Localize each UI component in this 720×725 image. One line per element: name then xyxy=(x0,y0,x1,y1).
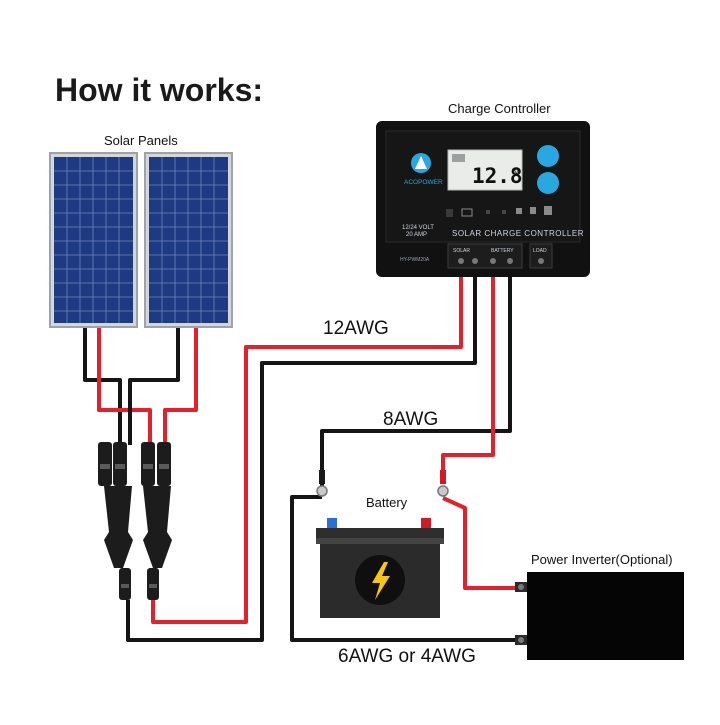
wire-gauge-6awg-4awg: 6AWG or 4AWG xyxy=(338,646,476,667)
terminal-load-label: LOAD xyxy=(533,248,547,254)
panel-positive-to-controller xyxy=(151,275,463,624)
select-button[interactable] xyxy=(537,172,559,194)
panel-negative-to-controller xyxy=(126,275,477,642)
controller-rating-amp: 20 AMP xyxy=(406,232,427,238)
panel1-positive-lead xyxy=(97,326,152,445)
power-inverter xyxy=(515,572,684,660)
wires xyxy=(83,275,515,642)
battery-label: Battery xyxy=(366,495,408,510)
battery-ring-terminals xyxy=(316,470,449,497)
controller-model: HY-PWM20A xyxy=(400,257,430,263)
controller-negative-to-battery xyxy=(320,275,512,486)
wire-gauge-12awg: 12AWG xyxy=(323,318,389,339)
battery-positive-to-inverter xyxy=(442,496,515,590)
battery xyxy=(316,518,444,618)
solar-panel-1 xyxy=(49,152,138,328)
terminal-battery-label: BATTERY xyxy=(491,248,514,254)
controller-brand: ACOPOWER xyxy=(404,179,443,186)
screen-unit: V xyxy=(514,169,519,176)
panel1-negative-lead xyxy=(83,326,122,445)
page-title: How it works: xyxy=(55,72,263,108)
solar-panel-2 xyxy=(144,152,233,328)
panel2-positive-lead xyxy=(163,326,198,445)
battery-negative-to-inverter xyxy=(290,495,515,642)
menu-button[interactable] xyxy=(537,145,559,167)
screen-reading: 12.8 xyxy=(472,164,523,188)
controller-front-text: SOLAR CHARGE CONTROLLER xyxy=(452,229,584,238)
battery-positive-terminal xyxy=(421,518,431,530)
controller-positive-to-battery xyxy=(441,275,495,482)
mc4-connectors xyxy=(98,442,171,486)
lightning-icon xyxy=(372,562,390,600)
wire-gauge-8awg: 8AWG xyxy=(383,409,438,430)
solar-panels-label: Solar Panels xyxy=(104,133,178,148)
controller-rating-volt: 12/24 VOLT xyxy=(402,225,434,231)
charge-controller: ACOPOWER 12.8 V 12/24 VOLT 20 AMP SOLAR … xyxy=(376,121,590,277)
panel2-negative-lead xyxy=(128,326,180,445)
mc4-branch-connectors xyxy=(104,486,172,600)
terminal-solar-label: SOLAR xyxy=(453,248,470,254)
battery-negative-terminal xyxy=(327,518,337,530)
power-inverter-label: Power Inverter(Optional) xyxy=(531,552,673,567)
charge-controller-label: Charge Controller xyxy=(448,101,551,116)
